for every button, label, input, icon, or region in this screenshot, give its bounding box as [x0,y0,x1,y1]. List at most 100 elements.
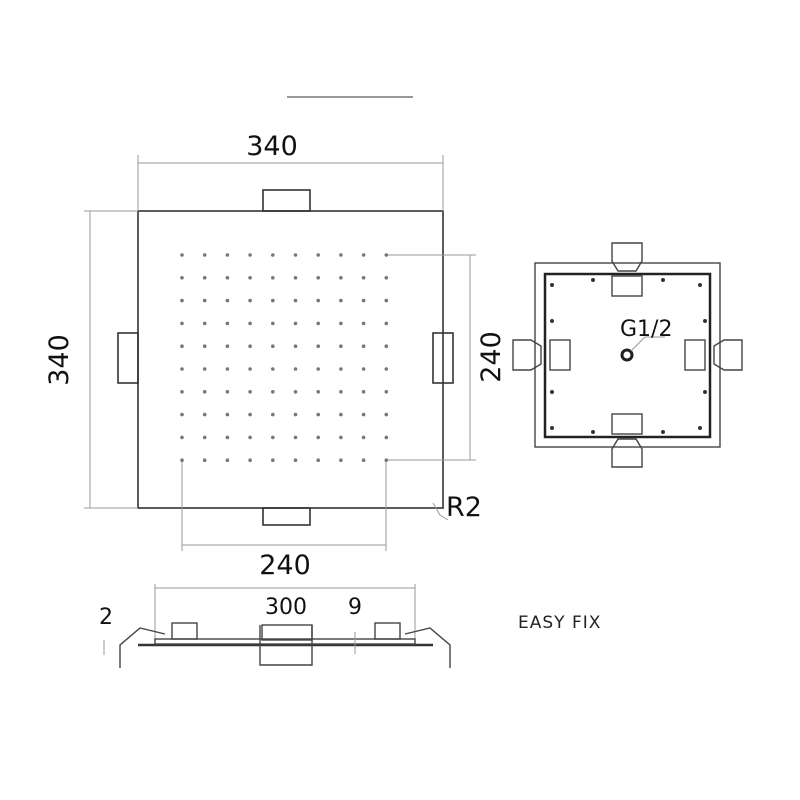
nozzle [361,458,366,463]
nozzle [271,390,275,394]
nozzle [271,412,275,417]
nozzle [202,412,207,417]
nozzle [361,390,366,394]
nozzle [293,253,298,257]
nozzle [248,390,252,394]
nozzle [384,253,389,257]
nozzle [248,435,252,440]
clip-bottom [262,507,311,526]
nozzle [339,435,343,440]
nozzle [361,412,366,417]
nozzle [316,321,321,326]
nozzle [202,253,207,257]
nozzle [293,412,298,417]
nozzle [339,458,343,463]
nozzle [202,458,207,463]
nozzle [384,458,389,463]
nozzle [384,321,389,326]
nozzle [293,298,298,303]
nozzle [384,276,389,280]
nozzle [316,367,321,371]
nozzle [271,344,275,349]
nozzle [248,367,252,371]
nozzle [361,298,366,303]
nozzle [361,344,366,349]
nozzle [384,298,389,303]
nozzle [202,276,207,280]
nozzle [248,412,252,417]
nozzle [248,276,252,280]
nozzle [339,253,343,257]
nozzle [180,390,184,394]
nozzle [202,367,207,371]
nozzle [225,390,230,394]
nozzle [339,390,343,394]
nozzle-grid [180,253,389,463]
dim-side-height: 9 [348,595,362,620]
nozzle [316,253,321,257]
nozzle [339,367,343,371]
nozzle [316,412,321,417]
nozzle [225,344,230,349]
nozzle [180,298,184,303]
nozzle [225,253,230,257]
nozzle [361,321,366,326]
clip-left [117,332,139,384]
nozzle [384,390,389,394]
clip-right [432,332,454,384]
nozzle [271,253,275,257]
dim-radius: R2 [446,492,482,523]
nozzle [361,276,366,280]
easy-fix-caption: EASY FIX [518,613,601,633]
nozzle [339,298,343,303]
nozzle [225,412,230,417]
nozzle [384,344,389,349]
nozzle [339,344,343,349]
nozzle [316,390,321,394]
nozzle [316,458,321,463]
shower-plate-outline [137,210,444,509]
nozzle [293,276,298,280]
nozzle [180,458,184,463]
back-view [512,242,743,468]
dim-height: 340 [44,334,75,386]
nozzle [202,390,207,394]
nozzle [225,458,230,463]
nozzle [271,435,275,440]
nozzle [225,298,230,303]
dimension-lines [84,155,476,551]
nozzle [293,390,298,394]
nozzle [293,344,298,349]
nozzle [293,435,298,440]
nozzle [361,367,366,371]
dim-width: 340 [246,131,298,162]
nozzle [271,276,275,280]
nozzle [202,435,207,440]
nozzle [339,276,343,280]
nozzle [180,412,184,417]
dim-thickness: 2 [99,605,113,630]
nozzle [293,367,298,371]
nozzle [180,276,184,280]
nozzle [339,321,343,326]
nozzle [248,321,252,326]
nozzle [180,344,184,349]
nozzle [225,367,230,371]
nozzle [271,298,275,303]
nozzle [202,344,207,349]
nozzle [248,253,252,257]
nozzle [248,344,252,349]
nozzle [271,367,275,371]
nozzle [225,321,230,326]
nozzle [316,298,321,303]
nozzle [180,367,184,371]
nozzle [271,321,275,326]
nozzle [225,276,230,280]
side-view [103,584,451,668]
inlet-label: G1/2 [620,317,672,342]
nozzle [384,412,389,417]
nozzle [339,412,343,417]
nozzle [248,458,252,463]
dim-span: 300 [265,595,307,620]
